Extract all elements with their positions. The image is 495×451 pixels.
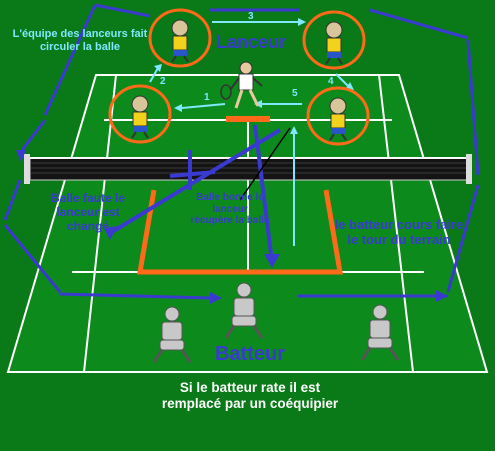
pitcher-figure (220, 61, 263, 109)
pitch-marker (226, 116, 270, 122)
label-lanceur: Lanceur (215, 32, 287, 52)
net (29, 157, 469, 181)
arrow-number-1: 1 (204, 92, 210, 103)
label-balle-bonne: Balle bonne le lanceur récupère la balle (190, 192, 270, 226)
singles-line-right (378, 74, 414, 373)
fault-arrow (110, 128, 282, 234)
fielder-circle-top-right (302, 10, 366, 70)
label-equipe-lanceurs: L'équipe des lanceurs fait circuler la b… (12, 28, 148, 53)
fielder-circle-top-left (148, 8, 212, 68)
fielder-circle-mid-right (306, 86, 370, 146)
label-batteur-rate: Si le batteur rate il est remplacé par u… (161, 380, 339, 411)
fielder-circle-mid-left (108, 84, 172, 144)
arrow-number-5: 5 (292, 88, 298, 99)
fielder-figures (131, 19, 347, 141)
good-arrow (253, 124, 274, 263)
label-balle-faute: Balle faute le lanceur est changé (50, 191, 126, 233)
running-path (3, 3, 480, 300)
batter-figures (152, 282, 400, 363)
target-box (137, 189, 343, 275)
label-batteur: Batteur (214, 343, 285, 365)
label-batteur-cours: le batteur cours faire le tour du terrai… (334, 217, 464, 247)
arrow-number-4: 4 (328, 76, 334, 87)
arrow-number-2: 2 (160, 76, 166, 87)
fault-cross-2 (169, 170, 216, 178)
arrow-number-3: 3 (248, 11, 254, 22)
